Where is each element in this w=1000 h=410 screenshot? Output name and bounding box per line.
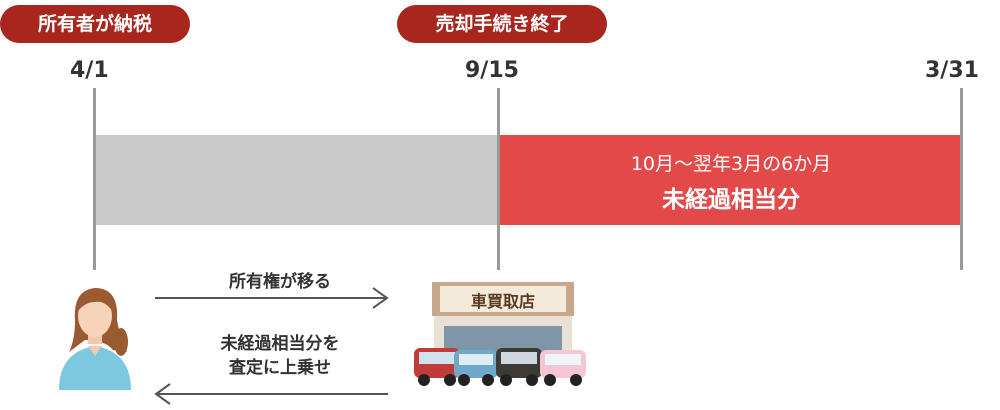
date-start: 4/1 bbox=[70, 58, 109, 83]
arrow-right-icon bbox=[155, 287, 389, 309]
car-shop-icon bbox=[414, 282, 586, 386]
owner-pays-tax-badge: 所有者が納税 bbox=[0, 5, 190, 43]
date-sale: 9/15 bbox=[465, 58, 519, 83]
refund-line-2: 査定に上乗せ bbox=[229, 358, 331, 378]
unexpired-period-label: 未経過相当分 bbox=[662, 187, 800, 213]
owner-pays-tax-label: 所有者が納税 bbox=[37, 13, 152, 35]
unexpired-period-duration: 10月〜翌年3月の6か月 bbox=[630, 153, 832, 175]
sale-complete-label: 売却手続き終了 bbox=[435, 13, 569, 35]
date-end: 3/31 bbox=[925, 58, 979, 83]
elapsed-period-bar bbox=[95, 135, 499, 225]
owner-person-icon bbox=[59, 288, 131, 390]
timeline-marker-start bbox=[93, 88, 96, 270]
sale-complete-badge: 売却手続き終了 bbox=[397, 5, 607, 43]
shop-sign: 車買取店 bbox=[470, 292, 535, 311]
ownership-transfer-label: 所有権が移る bbox=[229, 272, 331, 292]
refund-explanation: 未経過相当分を 査定に上乗せ bbox=[170, 332, 390, 380]
unexpired-period-bar: 10月〜翌年3月の6か月 未経過相当分 bbox=[500, 135, 962, 225]
timeline-marker-end bbox=[960, 88, 963, 270]
arrow-left-icon bbox=[154, 383, 388, 405]
refund-line-1: 未経過相当分を bbox=[220, 334, 340, 354]
car-dealer-illustration: 車買取店 bbox=[410, 278, 590, 393]
timeline-marker-sale bbox=[497, 88, 500, 270]
